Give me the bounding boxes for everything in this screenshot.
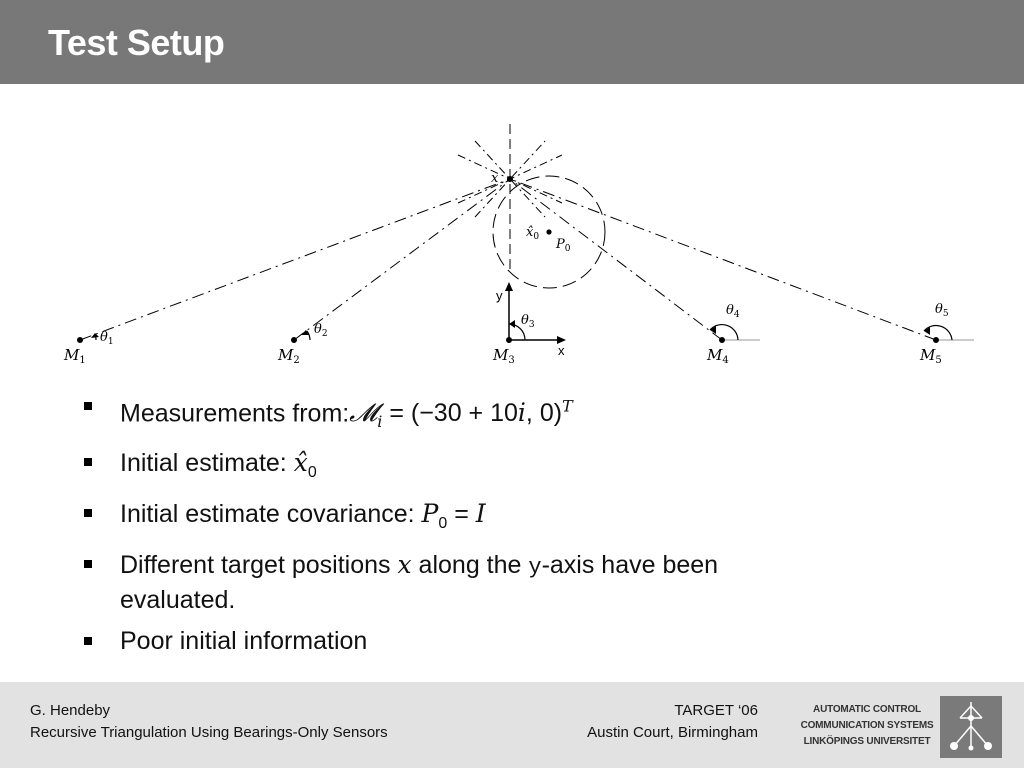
angle-label-1: θ1	[100, 330, 114, 347]
bearing-line-5	[509, 178, 937, 341]
bullet-text-start: Different target positions	[120, 551, 391, 580]
footer-talk-title: Recursive Triangulation Using Bearings-O…	[30, 724, 388, 741]
footer-event: TARGET ‘06	[674, 702, 758, 719]
sensor-label-1: M1	[63, 346, 86, 366]
covariance-label: P0	[555, 237, 571, 254]
bullet-covariance: Initial estimate covariance: P0 = I	[80, 497, 840, 540]
target-symbol: x	[397, 550, 412, 580]
bullet-marker	[84, 458, 92, 467]
angle-label-2: θ2	[314, 322, 328, 339]
covariance-circle	[492, 175, 606, 289]
title-bar: Test Setup	[0, 0, 1024, 84]
footer-venue: Austin Court, Birmingham	[587, 724, 758, 741]
university-logo-text: AUTOMATIC CONTROL COMMUNICATION SYSTEMS …	[800, 704, 934, 747]
sensor-label-2: M2	[277, 346, 300, 366]
covariance-formula: P0 = I	[421, 499, 486, 533]
y-axis-label: y	[496, 288, 503, 303]
bearing-line-4	[509, 178, 723, 341]
bullet-text: Measurements from:	[120, 399, 350, 428]
target-label: x	[491, 171, 499, 186]
bullet-text: Poor initial information	[120, 627, 368, 656]
angle-label-3: θ3	[521, 313, 535, 330]
university-logo-icon	[940, 696, 1002, 758]
sensor-label-5: M5	[919, 346, 942, 366]
angle-arcs	[94, 323, 953, 341]
target-point	[507, 176, 513, 182]
bearing-line-1	[79, 178, 511, 341]
estimate-formula: x̂0	[293, 448, 317, 482]
bearing-lines	[79, 178, 937, 341]
bullet-measurements: Measurements from:𝓜i = (−30 + 10i, 0)T	[80, 390, 840, 438]
sensor-label-3: M3	[492, 346, 515, 366]
measurement-formula: 𝓜i = (−30 + 10i, 0)T	[349, 397, 573, 432]
sensor-point-1	[77, 337, 83, 343]
estimate-point	[546, 229, 552, 235]
angle-label-5: θ5	[935, 302, 949, 319]
bullet-marker	[84, 509, 92, 518]
triangulation-diagram: x x̂0 P0 y x θ1 θ2 θ3 θ	[63, 124, 974, 366]
angle-label-4: θ4	[726, 303, 740, 320]
bullet-text: Initial estimate covariance:	[120, 500, 415, 529]
estimate-label: x̂0	[526, 225, 539, 242]
angle-arc-5	[923, 324, 953, 341]
angle-arc-4	[709, 323, 739, 341]
sensor-point-2	[291, 337, 297, 343]
sensor-points	[77, 337, 939, 343]
bullet-marker	[84, 560, 92, 569]
angle-arrows	[91, 320, 930, 338]
angle-arc-2	[306, 330, 311, 341]
bearing-line-2	[293, 178, 511, 341]
sensor-point-3	[506, 337, 512, 343]
footer-author: G. Hendeby	[30, 702, 111, 719]
axis-word: y	[528, 555, 542, 581]
local-axes	[505, 282, 566, 344]
sensor-label-4: M4	[706, 346, 729, 366]
footer: G. Hendeby Recursive Triangulation Using…	[0, 682, 1024, 768]
bullet-text-end: -axis have been evaluated.	[120, 551, 719, 615]
bullet-text-middle: along the	[418, 551, 522, 580]
bullet-initial-estimate: Initial estimate: x̂0	[80, 446, 840, 489]
slide-title: Test Setup	[48, 22, 225, 63]
bullet-target-positions: Different target positions x along the y…	[80, 548, 840, 617]
bullet-text: Initial estimate:	[120, 449, 287, 478]
bullet-marker	[84, 637, 92, 646]
bullet-marker	[84, 402, 92, 410]
bullet-list: Measurements from:𝓜i = (−30 + 10i, 0)T I…	[80, 390, 840, 666]
sensor-point-5	[933, 337, 939, 343]
sensor-point-4	[719, 337, 725, 343]
bullet-poor-info: Poor initial information	[80, 625, 840, 658]
x-axis-label: x	[558, 343, 565, 358]
